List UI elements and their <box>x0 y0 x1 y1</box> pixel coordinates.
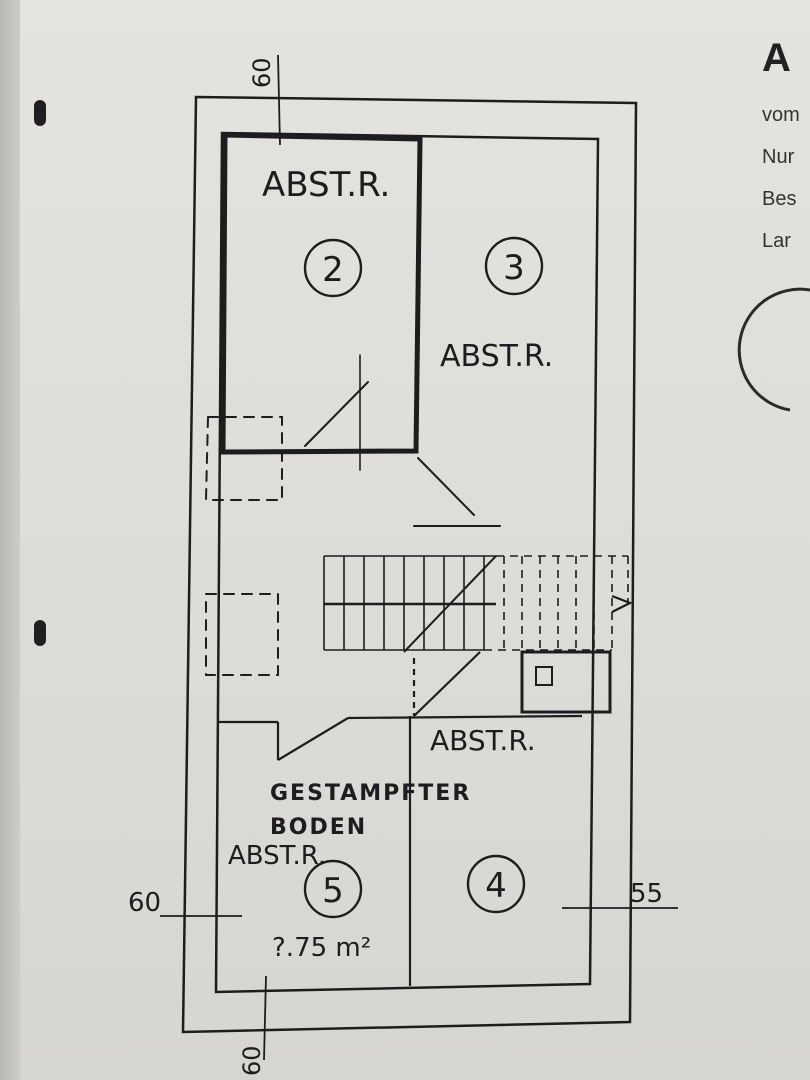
room-5-number: 5 <box>322 871 344 911</box>
door-swing-room3 <box>417 457 475 516</box>
binder-ring-top <box>34 100 46 126</box>
inner-wall-outline <box>214 131 600 994</box>
side-line-3: Bes <box>762 188 797 210</box>
room-4-circle <box>466 854 526 914</box>
room-5-label: ABST.R. <box>228 841 326 871</box>
alcove-lower-dashed <box>205 593 279 676</box>
page-edge <box>0 0 22 1080</box>
hall-label: ABST.R. <box>430 724 536 757</box>
stamp-arc <box>737 287 810 412</box>
alcove-upper-dashed <box>204 416 283 501</box>
room-2-number: 2 <box>322 250 344 290</box>
outer-wall-outline <box>181 95 638 1034</box>
document-sheet <box>20 0 810 1080</box>
room-3-circle <box>484 236 544 296</box>
floor-label-line1: GESTAMPFTER <box>270 781 471 806</box>
side-line-4: Lar <box>762 230 791 252</box>
room-5-area: ?.75 m² <box>272 933 371 963</box>
room-2-circle <box>303 238 363 298</box>
side-line-2: Nur <box>762 146 795 168</box>
dimension-left: 60 <box>128 888 161 918</box>
lower-partitions <box>218 651 583 986</box>
room-3-label: ABST.R. <box>440 339 553 374</box>
side-heading: A <box>762 36 791 80</box>
staircase <box>323 555 633 653</box>
dimension-bottom: 60 <box>238 1045 266 1076</box>
room-5-circle <box>303 859 363 919</box>
dimension-lines <box>160 54 678 1061</box>
dimension-right: 55 <box>630 879 663 909</box>
floor-label-line2: BODEN <box>270 815 367 840</box>
room-2-walls <box>220 132 423 455</box>
side-line-1: vom <box>762 104 800 126</box>
door-swing-room2 <box>304 381 369 447</box>
dimension-top: 60 <box>248 57 276 88</box>
chimney <box>520 650 612 714</box>
room-4-number: 4 <box>485 866 507 906</box>
room-3-number: 3 <box>503 248 525 288</box>
binder-ring-bottom <box>34 620 46 646</box>
room-2-label: ABST.R. <box>262 165 390 205</box>
